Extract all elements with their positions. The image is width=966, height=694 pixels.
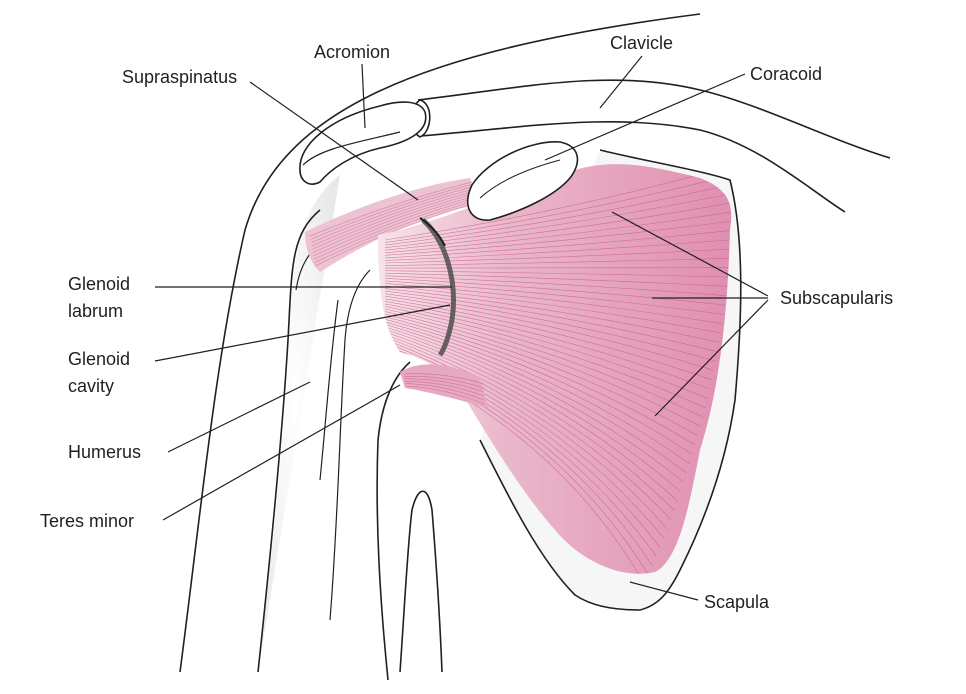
subscapularis-fiber <box>384 334 675 511</box>
subscapularis-fiber <box>384 316 696 446</box>
subscapularis-fiber <box>384 308 703 418</box>
teres-minor-fiber <box>403 373 485 385</box>
clavicle-upper-edge <box>417 79 891 159</box>
subscapularis-fiber <box>384 230 732 259</box>
subscapularis-fiber <box>384 270 729 278</box>
label-scapula: Scapula <box>704 592 770 612</box>
supraspinatus-fiber <box>313 196 473 257</box>
label-glenoid-labrum: Glenoid labrum <box>68 271 130 325</box>
subscapularis-fiber <box>384 326 684 483</box>
subscapularis-fiber <box>384 341 665 539</box>
teres-minor-fiber <box>405 385 485 405</box>
subscapularis-fiber <box>384 295 714 371</box>
label-subscapularis: Subscapularis <box>780 288 894 308</box>
acromion-bone <box>299 101 427 185</box>
leader-glenoid-cavity <box>154 304 451 362</box>
subscapularis-fiber <box>384 301 710 390</box>
supraspinatus-fiber <box>312 193 473 254</box>
leader-acromion <box>361 63 366 129</box>
coracoid-ridge <box>479 159 561 199</box>
subscapularis-body <box>378 164 732 574</box>
scapula-lateral-border <box>376 361 411 681</box>
label-glenoid-labrum-line2: labrum <box>68 301 124 321</box>
subscapularis-fiber <box>384 183 732 246</box>
supraspinatus-fiber <box>310 184 473 240</box>
clavicle-lower-edge <box>419 121 846 213</box>
acromion-lower-edge <box>302 131 401 166</box>
subscapularis-fiber <box>384 336 672 520</box>
subscapularis-fiber <box>384 285 721 334</box>
label-acromion: Acromion <box>314 42 391 62</box>
subscapularis-fiber <box>384 192 732 248</box>
teres-minor-fiber <box>404 378 485 393</box>
supraspinatus-muscle <box>305 178 478 272</box>
subscapularis-muscle <box>378 164 732 574</box>
leader-clavicle <box>599 55 643 109</box>
leader-supraspinatus <box>249 81 419 201</box>
label-humerus: Humerus <box>68 442 142 462</box>
subscapularis-fiber <box>384 321 690 464</box>
leader-humerus <box>167 381 311 453</box>
subscapularis-fiber <box>384 313 698 436</box>
subscapularis-fiber <box>384 318 693 455</box>
subscapularis-fiber <box>384 298 712 380</box>
subscapularis-fiber <box>384 324 687 474</box>
label-glenoid-cavity-line1: Glenoid <box>68 349 131 369</box>
label-glenoid-cavity: Glenoid cavity <box>68 346 130 400</box>
subscapularis-fiber <box>384 339 668 530</box>
subscapularis-fiber <box>384 288 720 343</box>
leader-subscapularis-lower <box>654 299 769 417</box>
label-supraspinatus: Supraspinatus <box>122 67 238 87</box>
humerus-line-inner-1 <box>329 269 371 621</box>
label-clavicle: Clavicle <box>610 33 674 53</box>
coracoid-bone <box>466 141 579 221</box>
subscapularis-fiber <box>384 272 728 287</box>
subscapularis-fiber <box>384 275 727 296</box>
label-glenoid-labrum-line1: Glenoid <box>68 274 131 294</box>
teres-minor-fiber <box>404 376 485 389</box>
supraspinatus-fiber <box>313 198 473 260</box>
subscapularis-fiber <box>384 174 732 243</box>
teres-minor-fiber <box>405 380 485 397</box>
subscapularis-fiber <box>384 331 678 502</box>
leader-scapula <box>629 581 699 601</box>
supraspinatus-fiber <box>314 201 473 264</box>
subscapularis-fiber <box>384 239 732 261</box>
humerus-line-inner-2 <box>319 299 339 481</box>
supraspinatus-fiber <box>310 186 473 244</box>
supraspinatus-fiber <box>312 191 473 250</box>
subscapularis-fiber <box>384 329 681 492</box>
subscapularis-fiber <box>384 306 706 408</box>
leader-lines <box>154 55 769 601</box>
label-teres-minor: Teres minor <box>40 511 135 531</box>
subscapularis-fiber <box>384 280 724 315</box>
shoulder-silhouette <box>179 13 701 681</box>
subscapularis-fiber <box>384 278 726 306</box>
shoulder-outline-outer <box>179 13 701 673</box>
subscapularis-fiber <box>384 258 731 266</box>
supraspinatus-fiber <box>309 181 473 237</box>
scapula-notch <box>399 490 443 673</box>
subscapularis-fiber <box>384 211 732 254</box>
label-glenoid-cavity-line2: cavity <box>68 376 115 396</box>
humerus-shading <box>258 175 340 672</box>
subscapularis-fiber <box>384 202 732 251</box>
glenoid-labrum <box>421 218 456 357</box>
teres-minor-fiber <box>405 383 485 401</box>
supraspinatus-fiber <box>314 203 473 267</box>
humerus-outline-left <box>257 209 321 673</box>
glenoid-labrum-top <box>419 217 446 247</box>
supraspinatus-fiber <box>311 188 473 247</box>
subscapularis-fiber <box>384 293 716 362</box>
subscapularis-fiber <box>384 290 718 352</box>
subscapularis-fiber <box>384 303 708 399</box>
leader-teres-minor <box>162 384 401 521</box>
subscapularis-fiber <box>384 220 732 256</box>
subscapularis-fibers <box>384 164 732 574</box>
leader-coracoid <box>544 73 746 161</box>
leader-subscapularis-upper <box>611 211 769 297</box>
label-coracoid: Coracoid <box>750 64 823 84</box>
